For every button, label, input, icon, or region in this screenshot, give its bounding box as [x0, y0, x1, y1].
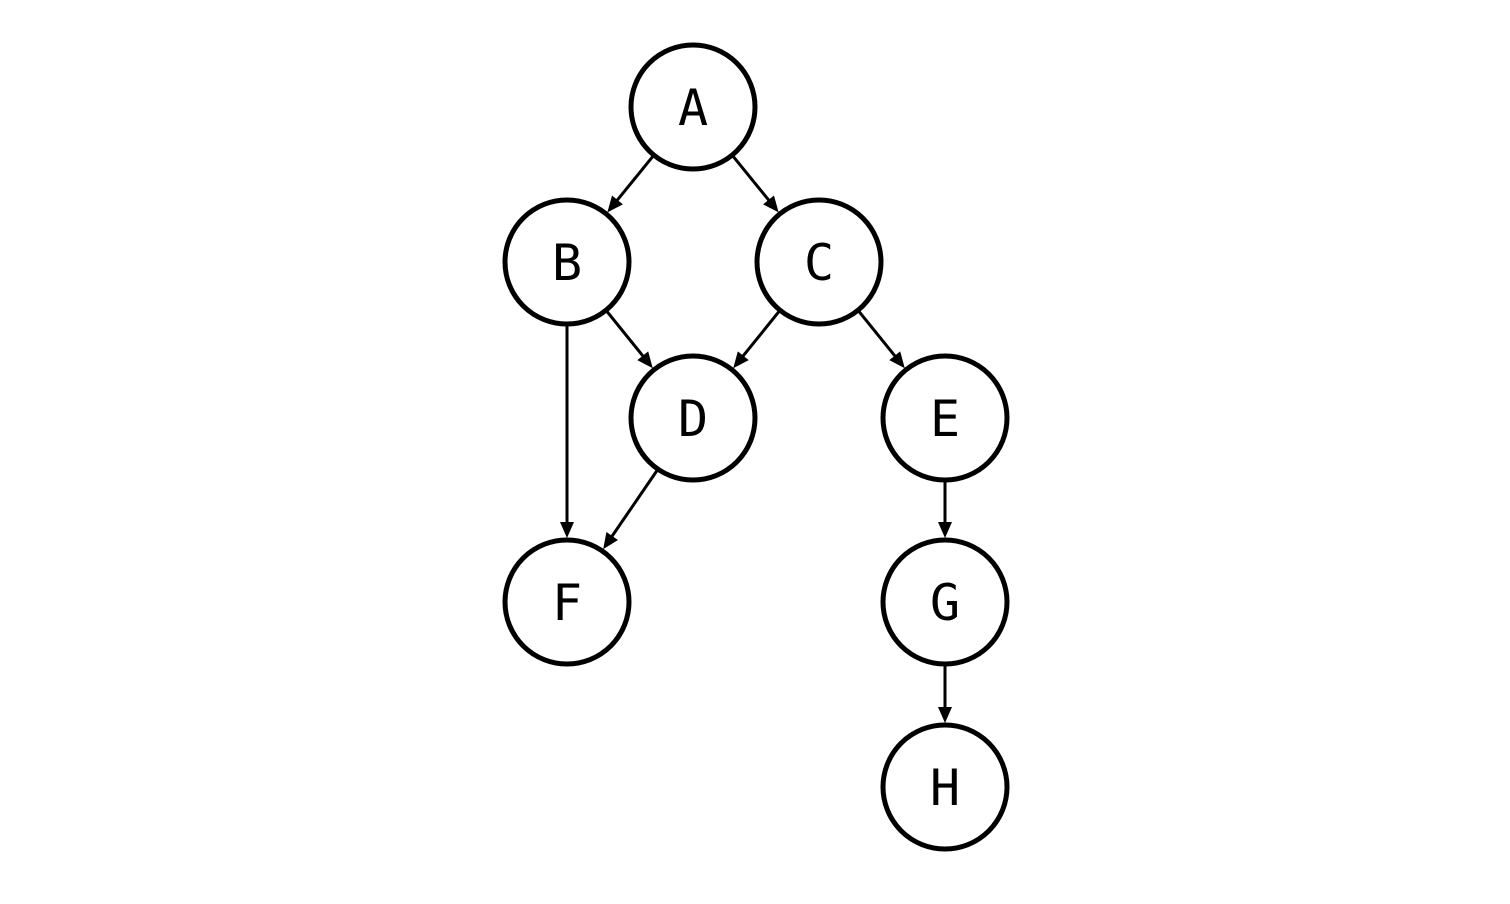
node-A: A: [628, 42, 758, 172]
edge-D-F: [609, 468, 660, 539]
arrowhead-icon: [763, 195, 779, 213]
node-label: F: [552, 574, 582, 632]
arrowhead-icon: [938, 707, 952, 723]
node-C: C: [754, 197, 884, 327]
arrowhead-icon: [733, 351, 749, 369]
node-label: G: [930, 574, 960, 632]
edge-C-E: [856, 309, 898, 359]
arrowhead-icon: [603, 532, 618, 550]
node-E: E: [880, 353, 1010, 483]
node-circle: [880, 722, 1010, 852]
node-G: G: [880, 537, 1010, 667]
node-circle: [502, 537, 632, 667]
node-label: H: [930, 759, 960, 817]
arrowhead-icon: [637, 351, 653, 369]
node-F: F: [502, 537, 632, 667]
edge-A-C: [730, 154, 771, 203]
edge-A-B: [615, 154, 656, 203]
node-circle: [880, 353, 1010, 483]
edge-B-D: [604, 309, 646, 359]
node-circle: [754, 197, 884, 327]
node-D: D: [628, 353, 758, 483]
edge-C-D: [740, 309, 782, 359]
arrowhead-icon: [938, 522, 952, 538]
node-circle: [628, 42, 758, 172]
node-circle: [880, 537, 1010, 667]
arrowhead-icon: [607, 195, 623, 213]
node-circle: [502, 197, 632, 327]
node-circle: [628, 353, 758, 483]
node-label: B: [552, 234, 582, 292]
node-B: B: [502, 197, 632, 327]
arrowhead-icon: [889, 351, 905, 369]
node-label: E: [930, 390, 960, 448]
node-label: A: [678, 79, 708, 137]
node-label: D: [678, 390, 708, 448]
node-label: C: [804, 234, 834, 292]
arrowhead-icon: [560, 522, 574, 538]
node-H: H: [880, 722, 1010, 852]
